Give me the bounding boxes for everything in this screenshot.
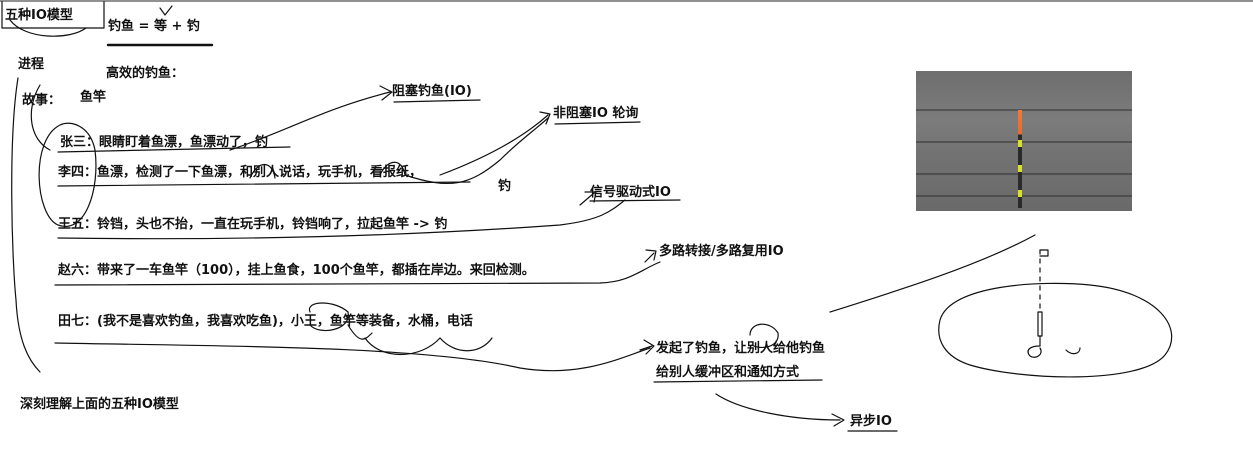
float-icon (1018, 110, 1022, 208)
story-zhangsan: 张三：眼睛盯着鱼漂，鱼漂动了，钓 (60, 135, 269, 150)
story-tianqi: 田七：(我不是喜欢钓鱼，我喜欢吃鱼)，小王，鱼竿等装备，水桶，电话 (58, 314, 473, 329)
label-multiplex-io: 多路转接/多路复用IO (659, 244, 784, 259)
label-efficient-fishing: 高效的钓鱼： (106, 66, 185, 81)
story-zhaoliu: 赵六：带来了一车鱼竿（100），挂上鱼食，100个鱼竿，都插在岸边。来回检测。 (58, 263, 535, 278)
label-process: 进程 (18, 57, 45, 72)
fishing-float-photo (916, 71, 1132, 211)
title-five-io-models: 五种IO模型 (5, 8, 73, 23)
label-fishing-rod: 鱼竿 (80, 90, 107, 105)
label-diao: 钓 (498, 179, 512, 194)
formula: 钓鱼 = 等 + 钓 (108, 19, 200, 34)
story-lisi: 李四：鱼漂，检测了一下鱼漂，和别人说话，玩手机，看报纸， (58, 165, 423, 180)
label-async-io: 异步IO (850, 414, 892, 429)
label-story: 故事： (22, 93, 62, 108)
label-blocking-io: 阻塞钓鱼(IO) (392, 84, 472, 99)
story-wangwu: 王五：铃铛，头也不抬，一直在玩手机，铃铛响了，拉起鱼竿 -> 钓 (58, 217, 448, 232)
label-non-blocking-io: 非阻塞IO 轮询 (553, 106, 639, 121)
label-understand: 深刻理解上面的五种IO模型 (20, 397, 179, 412)
label-give-buffer: 给别人缓冲区和通知方式 (656, 365, 800, 380)
label-initiated-fishing: 发起了钓鱼，让别人给他钓鱼 (656, 341, 826, 356)
label-signal-io: 信号驱动式IO (590, 185, 671, 200)
